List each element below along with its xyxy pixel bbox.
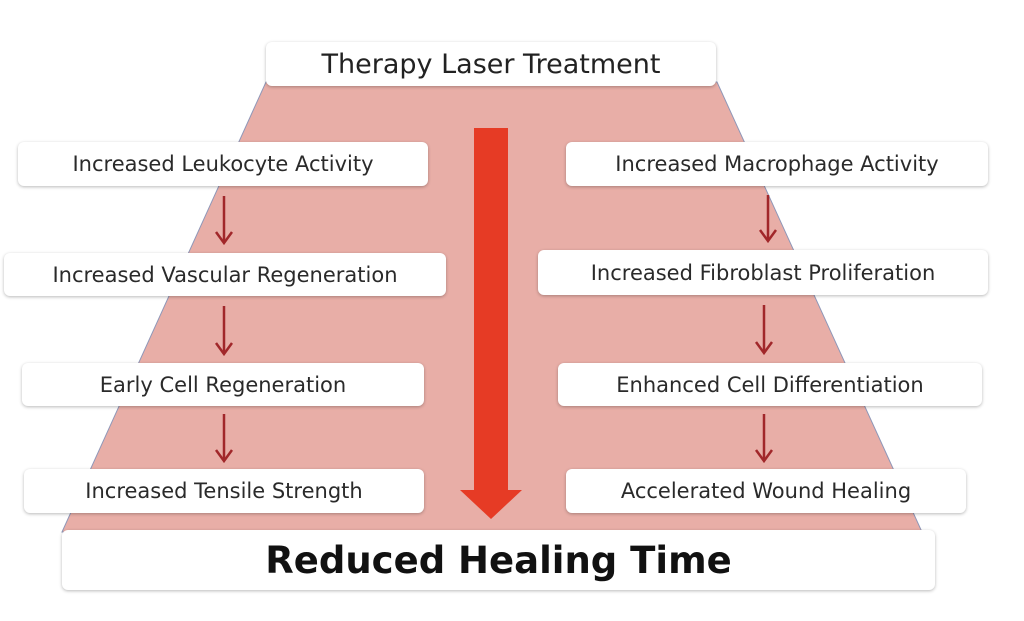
left-step-box: Early Cell Regeneration bbox=[22, 363, 424, 406]
result-box: Reduced Healing Time bbox=[62, 530, 935, 590]
right-step-label: Increased Macrophage Activity bbox=[615, 152, 939, 176]
left-step-label: Increased Leukocyte Activity bbox=[72, 152, 374, 176]
therapy-title: Therapy Laser Treatment bbox=[321, 48, 661, 80]
left-step-label: Increased Vascular Regeneration bbox=[52, 262, 398, 287]
left-step-box: Increased Vascular Regeneration bbox=[4, 253, 446, 296]
down-arrow-icon bbox=[758, 195, 778, 244]
down-arrow-icon bbox=[754, 414, 774, 464]
right-step-box: Enhanced Cell Differentiation bbox=[558, 363, 982, 406]
right-step-box: Increased Fibroblast Proliferation bbox=[538, 250, 988, 295]
therapy-title-box: Therapy Laser Treatment bbox=[266, 42, 716, 86]
down-arrow-icon bbox=[214, 306, 234, 357]
right-step-label: Accelerated Wound Healing bbox=[620, 479, 912, 503]
down-arrow-icon bbox=[754, 305, 774, 356]
right-step-label: Increased Fibroblast Proliferation bbox=[590, 260, 936, 285]
down-arrow-icon bbox=[214, 414, 234, 464]
right-step-box: Increased Macrophage Activity bbox=[566, 142, 988, 186]
right-step-label: Enhanced Cell Differentiation bbox=[616, 372, 924, 397]
right-step-box: Accelerated Wound Healing bbox=[566, 469, 966, 513]
left-step-box: Increased Leukocyte Activity bbox=[18, 142, 428, 186]
left-step-box: Increased Tensile Strength bbox=[24, 469, 424, 513]
left-step-label: Increased Tensile Strength bbox=[85, 479, 363, 503]
result-label: Reduced Healing Time bbox=[265, 538, 732, 582]
down-arrow-icon bbox=[214, 196, 234, 246]
step-arrows bbox=[214, 195, 778, 464]
left-step-label: Early Cell Regeneration bbox=[99, 372, 347, 397]
main-down-arrow-icon bbox=[460, 128, 522, 519]
